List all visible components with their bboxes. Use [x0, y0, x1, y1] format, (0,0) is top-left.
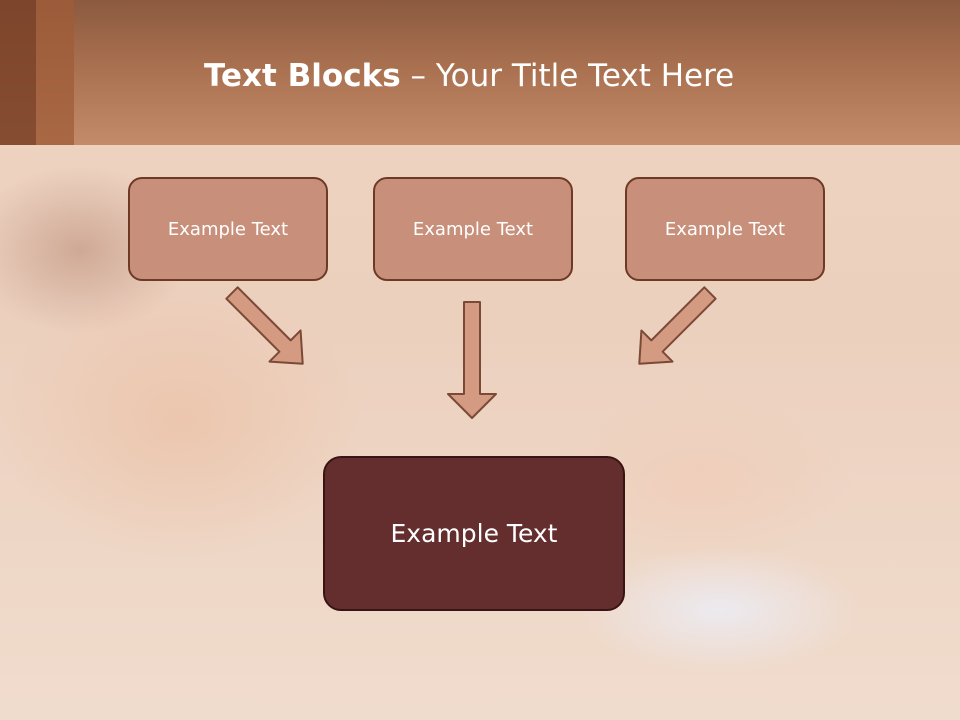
- text-block-3-label: Example Text: [664, 218, 786, 240]
- slide-title: Text Blocks – Your Title Text Here: [204, 54, 734, 98]
- text-block-3[interactable]: Example Text: [625, 177, 825, 281]
- result-block-label: Example Text: [390, 519, 558, 548]
- header-stripe-dark: [0, 0, 36, 145]
- header-stripe-light: [36, 0, 74, 145]
- arrow-right-icon: [638, 286, 717, 365]
- text-block-1[interactable]: Example Text: [128, 177, 328, 281]
- text-block-2-label: Example Text: [412, 218, 534, 240]
- title-bold-part: Text Blocks: [204, 58, 401, 94]
- title-regular-part: – Your Title Text Here: [400, 58, 735, 94]
- result-block[interactable]: Example Text: [323, 456, 625, 611]
- header-band: [0, 0, 960, 145]
- arrow-center-icon: [447, 301, 497, 419]
- text-block-2[interactable]: Example Text: [373, 177, 573, 281]
- arrow-left-icon: [225, 286, 304, 365]
- text-block-1-label: Example Text: [167, 218, 289, 240]
